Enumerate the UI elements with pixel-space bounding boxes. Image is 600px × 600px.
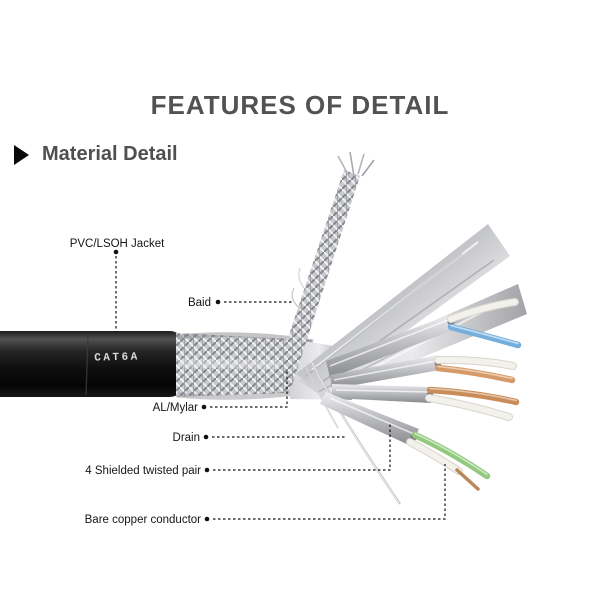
page-title: FEATURES OF DETAIL — [150, 90, 450, 120]
leader-line — [213, 424, 391, 471]
wire-green — [411, 431, 491, 480]
twisted-pair-brown — [332, 384, 520, 421]
pair-foil-tube — [332, 384, 431, 403]
twisted-pair-blue — [326, 298, 522, 378]
cable-marking-text: CAT6A — [94, 351, 140, 364]
leader-dot — [201, 404, 207, 410]
leader-dot — [204, 516, 210, 522]
right-triangle-icon — [14, 144, 29, 165]
twisted-pair-orange — [330, 355, 517, 389]
leader-dot — [204, 467, 210, 473]
label-braid: Baid — [188, 297, 294, 309]
wire-bare-copper — [455, 468, 480, 491]
label-text: Drain — [173, 432, 200, 444]
leader-dot — [215, 299, 221, 305]
pair-foil-tube — [320, 392, 419, 446]
section-title: Material Detail — [42, 143, 178, 165]
label-text: Baid — [188, 297, 211, 309]
leader-line — [213, 464, 446, 520]
wire-white — [435, 356, 516, 369]
section-header: Material Detail — [14, 143, 178, 166]
cable-photo: CAT6A — [0, 151, 527, 505]
wire-brown — [426, 386, 520, 406]
label-al-mylar: AL/Mylar — [153, 369, 288, 414]
wire-blue — [447, 323, 522, 349]
label-text: PVC/LSOH Jacket — [70, 238, 165, 250]
cable-jacket: CAT6A — [0, 331, 184, 397]
wire-white — [426, 395, 512, 420]
label-pvc-lsoh-jacket: PVC/LSOH Jacket — [70, 238, 165, 332]
wire-white — [407, 439, 462, 474]
twisted-pair-green — [320, 392, 491, 491]
wire-white — [448, 299, 518, 322]
leader-dot — [203, 434, 209, 440]
label-shielded-twisted-pair: 4 Shielded twisted pair — [85, 424, 391, 477]
label-text: 4 Shielded twisted pair — [85, 465, 201, 477]
pair-foil-tube — [330, 355, 440, 389]
braid-strand — [270, 151, 375, 392]
label-text: AL/Mylar — [153, 402, 199, 414]
label-drain: Drain — [173, 432, 347, 444]
drain-wire — [305, 361, 401, 505]
annotations: PVC/LSOH Jacket Baid AL/Mylar Drain — [70, 238, 446, 526]
leader-dot — [113, 249, 119, 255]
label-text: Bare copper conductor — [85, 514, 202, 526]
wire-orange — [434, 364, 516, 384]
label-bare-copper-conductor: Bare copper conductor — [85, 464, 446, 526]
leader-line — [210, 369, 288, 408]
